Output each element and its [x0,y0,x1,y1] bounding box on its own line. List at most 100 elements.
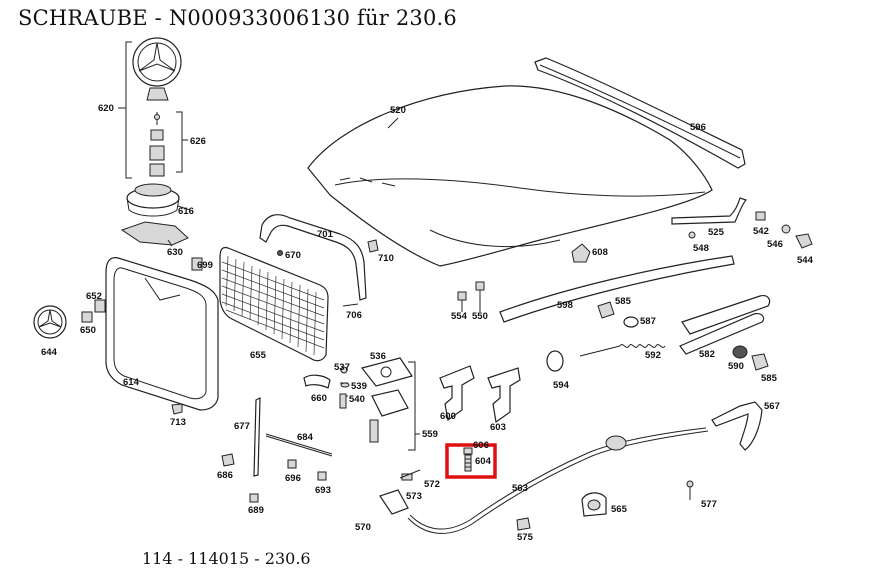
cable-end-570[interactable] [379,489,409,515]
label-650[interactable]: 650 [80,325,96,336]
label-701[interactable]: 701 [317,229,334,240]
emblem-clip-2[interactable] [94,299,106,313]
washer-539[interactable] [340,382,350,388]
label-563[interactable]: 563 [512,483,528,494]
label-540[interactable]: 540 [349,394,365,405]
label-616[interactable]: 616 [178,206,194,217]
seal-strip[interactable] [534,57,746,169]
clip-575[interactable] [516,517,531,531]
nut-585b[interactable] [751,353,769,371]
label-567[interactable]: 567 [764,401,780,412]
trim-strip-684[interactable] [265,433,333,455]
washer-537[interactable] [340,366,348,374]
screw-550[interactable] [475,281,485,291]
label-644[interactable]: 644 [41,347,58,358]
washer-546[interactable] [781,224,791,234]
label-544[interactable]: 544 [797,255,814,266]
label-677[interactable]: 677 [234,421,250,432]
label-652[interactable]: 652 [86,291,102,302]
label-608[interactable]: 608 [592,247,608,258]
label-603[interactable]: 603 [490,422,506,433]
label-550[interactable]: 550 [472,311,488,322]
nut-585[interactable] [597,301,615,319]
label-630[interactable]: 630 [167,247,183,258]
label-565[interactable]: 565 [611,504,628,515]
emblem-clip[interactable] [81,311,93,323]
label-542[interactable]: 542 [753,226,769,237]
label-554[interactable]: 554 [451,311,468,322]
label-696[interactable]: 696 [285,473,301,484]
label-686[interactable]: 686 [217,470,233,481]
label-577[interactable]: 577 [701,499,717,510]
bolt-540[interactable] [339,393,347,409]
label-573[interactable]: 573 [406,491,422,502]
label-699[interactable]: 699 [197,260,213,271]
front-emblem[interactable] [33,305,67,339]
label-548[interactable]: 548 [693,243,709,254]
bolt-548[interactable] [688,231,696,239]
hood-hinge-left[interactable] [439,365,475,422]
trim-strip-677[interactable] [253,397,261,477]
screw-604[interactable] [463,447,473,472]
nut-542[interactable] [755,211,766,221]
label-539[interactable]: 539 [351,381,367,392]
clip-696[interactable] [287,459,297,469]
grille-clip[interactable] [191,257,203,271]
washer-587[interactable] [623,316,639,328]
label-606[interactable]: 606 [473,440,489,451]
label-594[interactable]: 594 [553,380,570,391]
label-536[interactable]: 536 [370,351,386,362]
hood-hinge-right[interactable] [487,367,521,424]
hood-rail[interactable] [499,255,735,323]
cable-clip-660[interactable] [303,374,331,389]
label-693[interactable]: 693 [315,485,331,496]
hood-spring[interactable] [579,344,666,357]
clip-693[interactable] [317,471,327,481]
label-689[interactable]: 689 [248,505,264,516]
bushing-594[interactable] [546,350,564,372]
label-585b[interactable]: 585 [761,373,778,384]
label-596[interactable]: 596 [690,122,706,133]
label-587[interactable]: 587 [640,316,656,327]
label-604[interactable]: 604 [475,456,492,467]
label-582[interactable]: 582 [699,349,715,360]
label-600[interactable]: 600 [440,411,456,422]
label-710[interactable]: 710 [378,253,394,264]
radiator-shell[interactable] [105,257,219,411]
label-585a[interactable]: 585 [615,296,632,307]
bracket-608[interactable] [571,243,591,263]
label-525[interactable]: 525 [708,227,725,238]
label-520[interactable]: 520 [390,105,406,116]
label-592[interactable]: 592 [645,350,661,361]
label-670[interactable]: 670 [285,250,301,261]
label-614[interactable]: 614 [123,377,140,388]
clip-686[interactable] [221,453,235,467]
clip-689[interactable] [249,493,259,503]
label-570[interactable]: 570 [355,522,371,533]
release-cable[interactable] [407,427,709,534]
radiator-grille[interactable] [219,246,329,362]
frame-bumper[interactable] [367,239,379,253]
frame-clip[interactable] [277,250,283,256]
label-598[interactable]: 598 [557,300,573,311]
label-590[interactable]: 590 [728,361,744,372]
emblem-base[interactable] [126,183,180,217]
bolt-544[interactable] [795,233,813,249]
label-660[interactable]: 660 [311,393,327,404]
label-537[interactable]: 537 [334,362,350,373]
label-559[interactable]: 559 [422,429,438,440]
emblem-gasket[interactable] [120,221,189,246]
label-546[interactable]: 546 [767,239,783,250]
grille-frame[interactable] [259,214,367,301]
label-572[interactable]: 572 [424,479,440,490]
hood-support-rod[interactable] [671,197,748,225]
release-handle[interactable] [711,401,763,451]
label-713[interactable]: 713 [170,417,186,428]
bushing-590[interactable] [732,345,748,359]
hood-panel[interactable] [307,85,713,267]
label-575[interactable]: 575 [517,532,534,543]
hood-latch[interactable] [360,357,413,443]
screw-706[interactable] [342,303,359,307]
part-713[interactable] [171,403,183,415]
star-emblem[interactable] [132,37,182,177]
